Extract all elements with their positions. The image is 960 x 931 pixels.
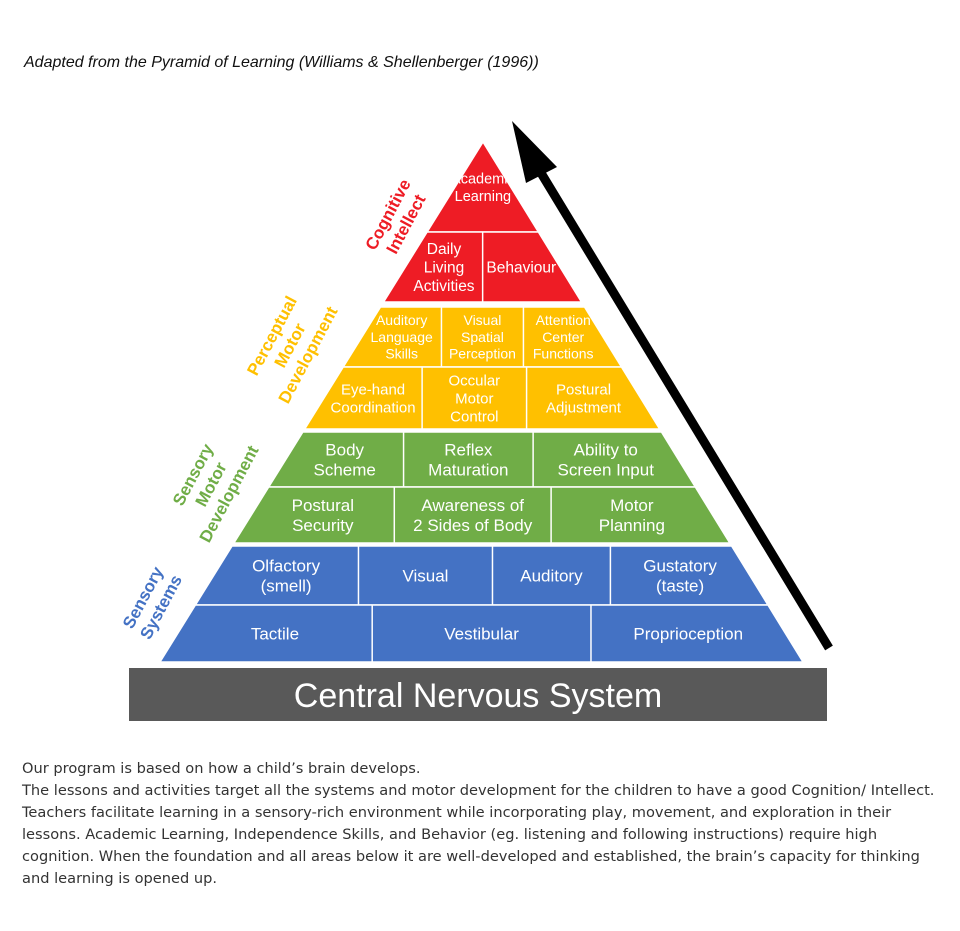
development-arrow-head bbox=[512, 121, 557, 183]
sensory-systems-row-2-band bbox=[158, 604, 805, 663]
program-description: Our program is based on how a child’s br… bbox=[22, 758, 942, 890]
cell-olfactory-smell: Olfactory(smell) bbox=[252, 556, 321, 595]
level-sensory-systems: Olfactory(smell) Visual Auditory Gustatory(… bbox=[158, 545, 805, 663]
cell-tactile: Tactile bbox=[251, 624, 299, 643]
level-label-perceptual: PerceptualMotorDevelopment bbox=[239, 284, 342, 407]
description-intro: Our program is based on how a child’s br… bbox=[22, 760, 421, 777]
central-nervous-system-bar bbox=[129, 668, 827, 721]
cell-gustatory-taste: Gustatory(taste) bbox=[643, 556, 717, 595]
sensory-motor-row-2-band bbox=[232, 486, 732, 544]
cell-vestibular: Vestibular bbox=[444, 624, 519, 643]
development-arrow-shaft bbox=[534, 165, 833, 651]
sensory-systems-row-1-band bbox=[194, 545, 770, 606]
cell-behaviour: Behaviour bbox=[486, 259, 556, 276]
perceptual-row-2-band bbox=[303, 366, 661, 430]
central-nervous-system-label: Central Nervous System bbox=[294, 677, 662, 715]
cell-proprioception: Proprioception bbox=[633, 624, 743, 643]
source-caption: Adapted from the Pyramid of Learning (Wi… bbox=[24, 54, 539, 71]
cell-visual: Visual bbox=[402, 566, 448, 585]
description-body: The lessons and activities target all th… bbox=[22, 782, 935, 887]
cell-auditory: Auditory bbox=[520, 566, 583, 585]
level-label-sensory-systems: SensorySystems bbox=[118, 562, 186, 642]
